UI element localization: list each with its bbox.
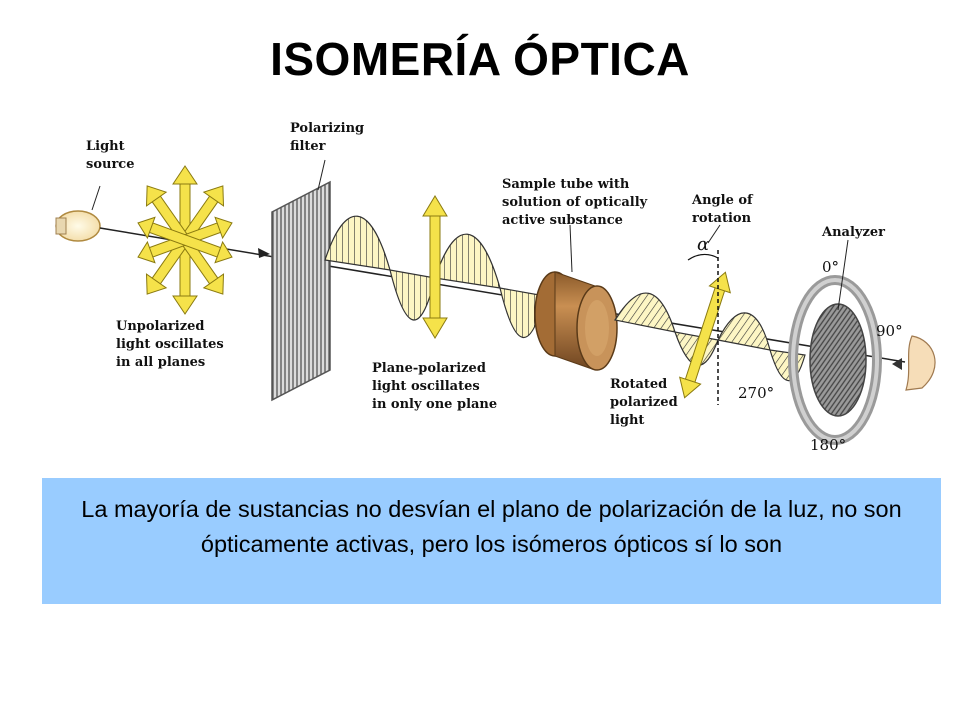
label-analyzer: Analyzer (821, 225, 885, 240)
alpha-symbol: α (697, 234, 709, 255)
slide-title: ISOMERÍA ÓPTICA (270, 33, 690, 85)
analyzer-dial (788, 275, 882, 445)
rotated-polarized-arrow (679, 271, 731, 399)
label-rotated-polarized-light: Rotated polarized light (610, 377, 682, 428)
label-unpolarized-light: Unpolarized light oscillates in all plan… (116, 319, 228, 370)
observer-eye (892, 335, 936, 391)
dial-degree-270: 270° (738, 384, 774, 402)
unpolarized-light-star (137, 165, 233, 315)
dial-degree-90: 90° (876, 322, 903, 340)
plane-polarized-wave (324, 215, 546, 338)
light-source-bulb (55, 210, 101, 242)
beam-arrowhead (258, 248, 270, 258)
rotated-polarized-wave (614, 292, 806, 382)
sample-tube (534, 271, 618, 371)
label-polarizing-filter: Polarizing filter (290, 121, 369, 154)
polarimeter-diagram: α Light source Polarizing filter Sample … (55, 121, 936, 454)
label-plane-polarized-light: Plane-polarized light oscillates in only… (372, 361, 497, 412)
caption-box: La mayoría de sustancias no desvían el p… (42, 478, 941, 604)
angle-arc (687, 253, 719, 261)
polarizing-filter (271, 180, 331, 402)
plane-polarized-arrow (422, 195, 448, 339)
label-light-source: Light source (86, 139, 134, 172)
dial-degree-180: 180° (810, 436, 846, 454)
dial-degree-0: 0° (822, 258, 839, 276)
label-sample-tube: Sample tube with solution of optically a… (502, 177, 652, 228)
label-angle-of-rotation: Angle of rotation (691, 193, 757, 226)
label-leader-lines (91, 159, 849, 311)
